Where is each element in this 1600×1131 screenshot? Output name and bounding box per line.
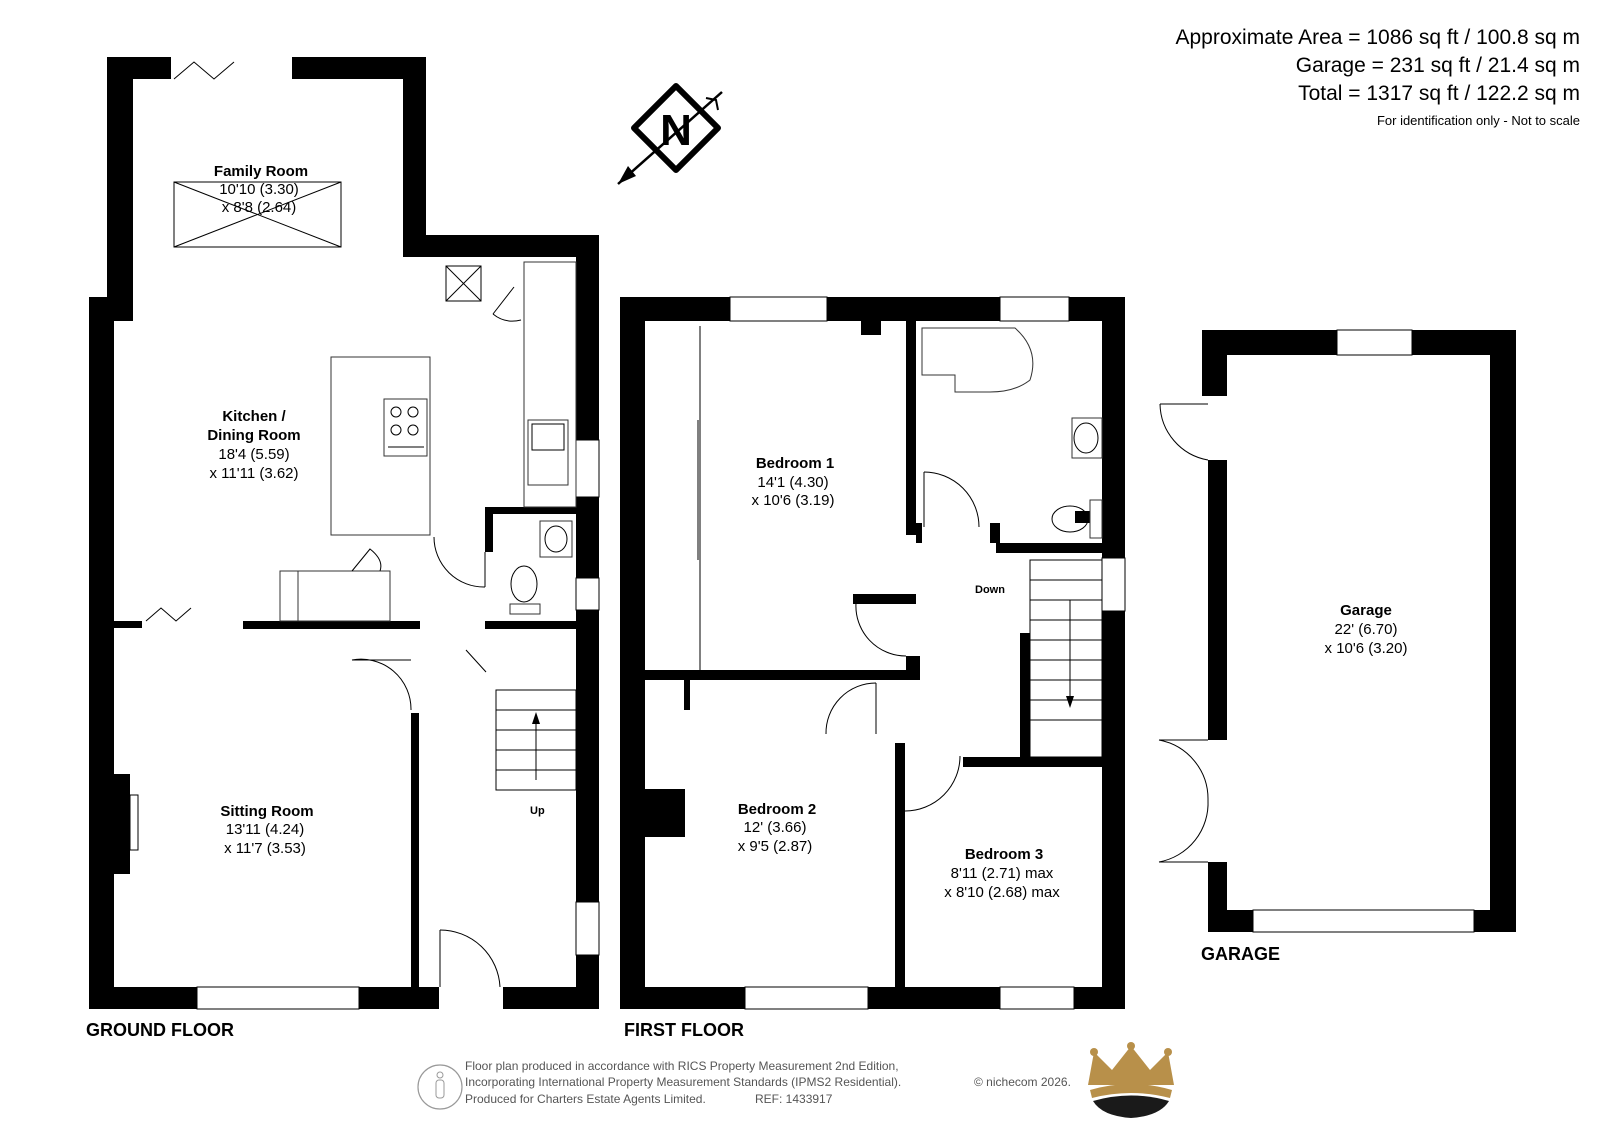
garage-dim2: x 10'6 (3.20) [1325,640,1408,657]
bedroom3-dim1: 8'11 (2.71) max [951,865,1054,882]
kitchen-name-line2: Dining Room [207,427,300,444]
footer-ref: REF: 1433917 [755,1092,833,1106]
approx-area-text: Approximate Area = 1086 sq ft / 100.8 sq… [1176,26,1581,49]
sitting-room-name: Sitting Room [220,803,313,820]
garage-label: GARAGE [1201,944,1280,964]
bedroom1-dim2: x 10'6 (3.19) [752,492,835,509]
total-area-text: Total = 1317 sq ft / 122.2 sq m [1298,82,1580,105]
crown-logo-icon [1088,1042,1174,1118]
ground-floor-plan [89,57,600,1010]
sitting-room-dim2: x 11'7 (3.53) [224,840,306,857]
up-stairs-label: Up [530,805,545,817]
sitting-room-dim1: 13'11 (4.24) [226,821,304,838]
bedroom1-dim1: 14'1 (4.30) [757,474,828,491]
family-room-dim1: 10'10 (3.30) [219,181,299,198]
ground-floor-label: GROUND FLOOR [86,1020,234,1040]
footer-line3: Produced for Charters Estate Agents Limi… [465,1092,706,1106]
bedroom3-name: Bedroom 3 [965,846,1043,863]
kitchen-name-line1: Kitchen / [222,408,286,425]
garage-room-name: Garage [1340,602,1392,619]
north-compass-icon: N [617,83,723,185]
garage-area-text: Garage = 231 sq ft / 21.4 sq m [1296,54,1580,77]
bedroom1-name: Bedroom 1 [756,455,834,472]
kitchen-dim1: 18'4 (5.59) [218,446,289,463]
family-room-dim2: x 8'8 (2.64) [222,199,297,216]
garage-plan [1158,329,1516,933]
family-room-name: Family Room [214,163,308,180]
first-floor-label: FIRST FLOOR [624,1020,744,1040]
ipms-logo-icon [417,1064,463,1110]
compass-label: N [660,106,692,155]
footer-copyright: © nichecom 2026. [974,1075,1071,1089]
first-floor-plan [620,296,1126,1010]
footer-line1: Floor plan produced in accordance with R… [465,1059,899,1073]
bedroom2-name: Bedroom 2 [738,801,816,818]
not-to-scale-note: For identification only - Not to scale [1377,113,1580,128]
garage-dim1: 22' (6.70) [1335,621,1398,638]
down-stairs-label: Down [975,584,1005,596]
kitchen-dim2: x 11'11 (3.62) [209,465,298,482]
bedroom2-dim2: x 9'5 (2.87) [738,838,813,855]
bedroom2-dim1: 12' (3.66) [744,819,807,836]
bedroom3-dim2: x 8'10 (2.68) max [944,884,1060,901]
footer-line2: Incorporating International Property Mea… [465,1075,901,1089]
